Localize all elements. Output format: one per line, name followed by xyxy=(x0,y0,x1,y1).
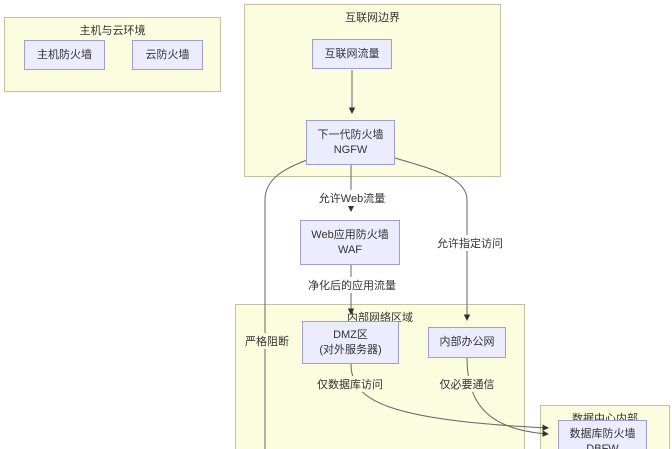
node-waf: Web应用防火墙 WAF xyxy=(300,220,400,265)
node-dmz-line2: (对外服务器) xyxy=(319,343,382,356)
node-dbfw-line1: 数据库防火墙 xyxy=(569,428,636,440)
edge-office-net-to-dbfw xyxy=(466,357,549,437)
node-dmz: DMZ区 (对外服务器) xyxy=(302,321,399,364)
group-title-internet-boundary: 互联网边界 xyxy=(345,12,400,24)
node-waf-line1: Web应用防火墙 xyxy=(311,228,389,241)
node-office-net: 内部办公网 xyxy=(428,327,506,358)
node-ngfw-line2: NGFW xyxy=(333,143,368,156)
group-title-host-cloud: 主机与云环境 xyxy=(79,25,146,37)
node-cloud-firewall: 云防火墙 xyxy=(132,40,203,70)
node-dbfw-line2: DBFW xyxy=(586,443,619,449)
edge-label-db-access-only: 仅数据库访问 xyxy=(315,376,385,392)
edge-ngfw-strict-block xyxy=(264,159,308,449)
node-dmz-line1: DMZ区 xyxy=(333,328,368,341)
edge-label-necessary-comm-only: 仅必要通信 xyxy=(437,376,497,392)
edge-label-allow-web-traffic: 允许Web流量 xyxy=(316,190,388,206)
node-dbfw: 数据库防火墙 DBFW xyxy=(558,420,647,449)
node-ngfw: 下一代防火墙 NGFW xyxy=(306,120,395,165)
node-cloud-firewall-label: 云防火墙 xyxy=(145,48,190,61)
node-ngfw-line1: 下一代防火墙 xyxy=(317,128,384,141)
edge-label-allow-specified-access: 允许指定访问 xyxy=(435,235,505,251)
node-host-firewall: 主机防火墙 xyxy=(24,40,105,70)
edge-dmz-to-dbfw xyxy=(350,363,549,431)
edge-label-strict-block: 严格阻断 xyxy=(243,333,291,349)
edge-ngfw-to-office-net xyxy=(394,157,471,321)
node-host-firewall-label: 主机防火墙 xyxy=(37,48,92,61)
node-office-net-label: 内部办公网 xyxy=(439,336,495,348)
node-internet-traffic: 互联网流量 xyxy=(312,39,392,69)
node-waf-line2: WAF xyxy=(337,243,363,256)
node-internet-traffic-label: 互联网流量 xyxy=(324,47,380,60)
edge-label-purified-app-traffic: 净化后的应用流量 xyxy=(306,277,398,293)
